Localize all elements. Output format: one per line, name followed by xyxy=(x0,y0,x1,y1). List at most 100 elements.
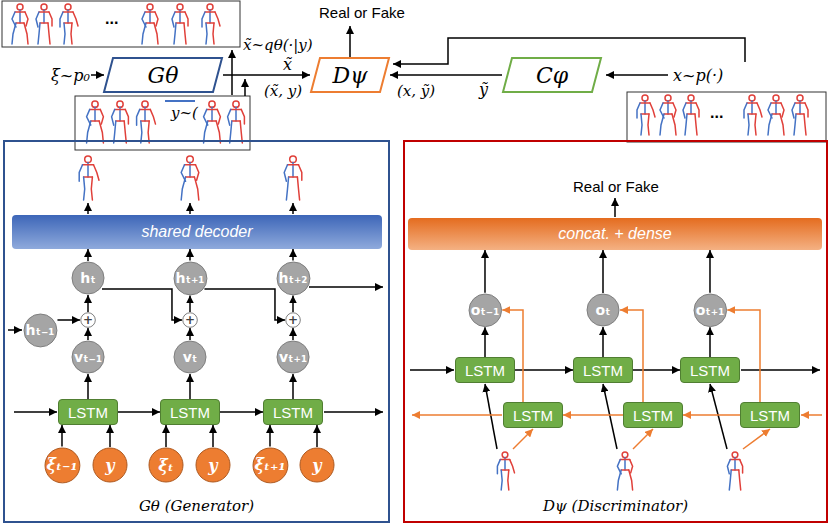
skeleton-limb xyxy=(748,113,756,115)
skeleton-figure xyxy=(660,95,676,135)
skeleton-limb xyxy=(241,109,244,124)
skeleton-limb xyxy=(687,113,695,115)
node-label: Dψ xyxy=(333,63,368,88)
lstm-cell: LSTM xyxy=(680,357,740,383)
block-outline xyxy=(104,58,222,92)
skeleton-limb xyxy=(664,113,672,115)
skeleton-limb xyxy=(500,470,502,490)
lstm-cell: LSTM xyxy=(160,399,220,425)
skeleton-limb xyxy=(771,102,781,104)
skeleton-limb xyxy=(40,22,48,24)
node-circle xyxy=(174,262,207,295)
skeleton-limb xyxy=(217,109,220,124)
skeleton-limb xyxy=(695,114,697,135)
generator-panel: Gθ (Generator)shared decoderhₜhₜ₊₁hₜ₊₂hₜ… xyxy=(3,140,390,523)
skeleton-limb xyxy=(288,164,299,166)
skeleton-figure xyxy=(142,4,158,44)
flow-arrow xyxy=(410,369,454,371)
skeleton-limb xyxy=(84,176,93,178)
flow-arrow xyxy=(309,286,383,288)
skeleton-limb xyxy=(172,12,175,27)
skeleton-limb xyxy=(641,114,642,135)
skeleton-figure xyxy=(202,4,220,44)
skeleton-limb xyxy=(185,164,196,166)
skeleton-limb xyxy=(174,23,176,44)
skeleton-head xyxy=(147,4,153,10)
node-circle xyxy=(253,448,288,483)
node-label: LSTM xyxy=(583,362,623,379)
annotation-label: x̃~qθ(·|y) xyxy=(242,36,314,54)
connector xyxy=(709,327,711,357)
node-label: concat. + dense xyxy=(558,225,671,243)
skeleton-limb xyxy=(672,114,676,135)
connector xyxy=(292,295,294,312)
skeleton-limb xyxy=(768,114,772,135)
connector xyxy=(292,249,294,261)
sum-circle xyxy=(81,313,96,328)
skeleton-head xyxy=(749,95,755,101)
block-outline xyxy=(311,58,389,92)
connector xyxy=(709,250,711,293)
skeleton-limb xyxy=(205,11,215,13)
skeleton-limb xyxy=(91,120,99,122)
skeleton-limb xyxy=(232,120,240,122)
state-node: ξₜ xyxy=(148,447,184,483)
annotation-label: ... xyxy=(104,10,119,28)
node-circle xyxy=(196,448,230,482)
node-circle xyxy=(587,294,619,326)
skeleton-limb xyxy=(284,165,287,182)
node-circle xyxy=(300,448,334,482)
state-node: hₜ₊₂ xyxy=(276,261,311,296)
skeleton-head xyxy=(177,4,183,10)
skeleton-figure xyxy=(60,4,78,44)
skeleton-limb xyxy=(299,165,302,180)
skeleton-limb xyxy=(630,460,633,473)
skeleton-limb xyxy=(206,22,214,24)
skeleton-head xyxy=(209,101,215,107)
network-block: Dψ xyxy=(310,57,390,93)
skeleton-limb xyxy=(48,23,50,44)
skeleton-figure xyxy=(617,452,632,490)
skeleton-limb xyxy=(805,103,808,117)
skeleton-head xyxy=(233,101,239,107)
node-circle xyxy=(469,294,502,327)
skeleton-limb xyxy=(146,22,154,24)
skeleton-limb xyxy=(648,114,649,135)
skeleton-limb xyxy=(739,470,741,490)
skeleton-figure xyxy=(683,95,699,135)
discriminator-panel: Dψ (Discriminator)concat. + denseoₜ₋₁oₜo… xyxy=(403,140,828,523)
block-outline xyxy=(503,58,601,92)
connector xyxy=(61,425,63,447)
flow-arrow xyxy=(606,74,668,76)
node-label: oₜ₋₁ xyxy=(471,302,500,318)
annotation-label: y~( xyxy=(170,104,199,122)
skeleton-limb xyxy=(501,469,509,471)
skeleton-limb xyxy=(297,177,299,200)
node-label: hₜ₊₂ xyxy=(279,270,308,286)
lstm-cell: LSTM xyxy=(740,402,800,428)
annotation-label: Real or Fake xyxy=(318,4,406,21)
node-label: hₜ₊₁ xyxy=(176,270,205,286)
skeleton-figure xyxy=(112,101,129,143)
skeleton-limb xyxy=(740,460,743,473)
connector xyxy=(102,289,182,320)
node-label: Cφ xyxy=(536,63,568,88)
skeleton-limb xyxy=(731,469,739,471)
state-node: y xyxy=(195,447,231,483)
skeleton-head xyxy=(665,95,671,101)
connector xyxy=(189,249,191,261)
annotation-label: (x, ỹ) xyxy=(396,82,436,100)
connector xyxy=(165,425,167,447)
layer-band: concat. + dense xyxy=(408,218,822,250)
edge-label: ỹ xyxy=(478,80,489,99)
sequence-strip xyxy=(2,1,826,150)
skeleton-limb xyxy=(84,177,85,200)
connector xyxy=(602,250,604,293)
connector xyxy=(633,369,680,371)
connector xyxy=(189,374,191,399)
flow-arrow xyxy=(324,411,383,413)
connector xyxy=(118,411,160,413)
skeleton-limb xyxy=(640,102,650,104)
skeleton-head xyxy=(41,4,47,10)
skeleton-limb xyxy=(621,469,629,471)
